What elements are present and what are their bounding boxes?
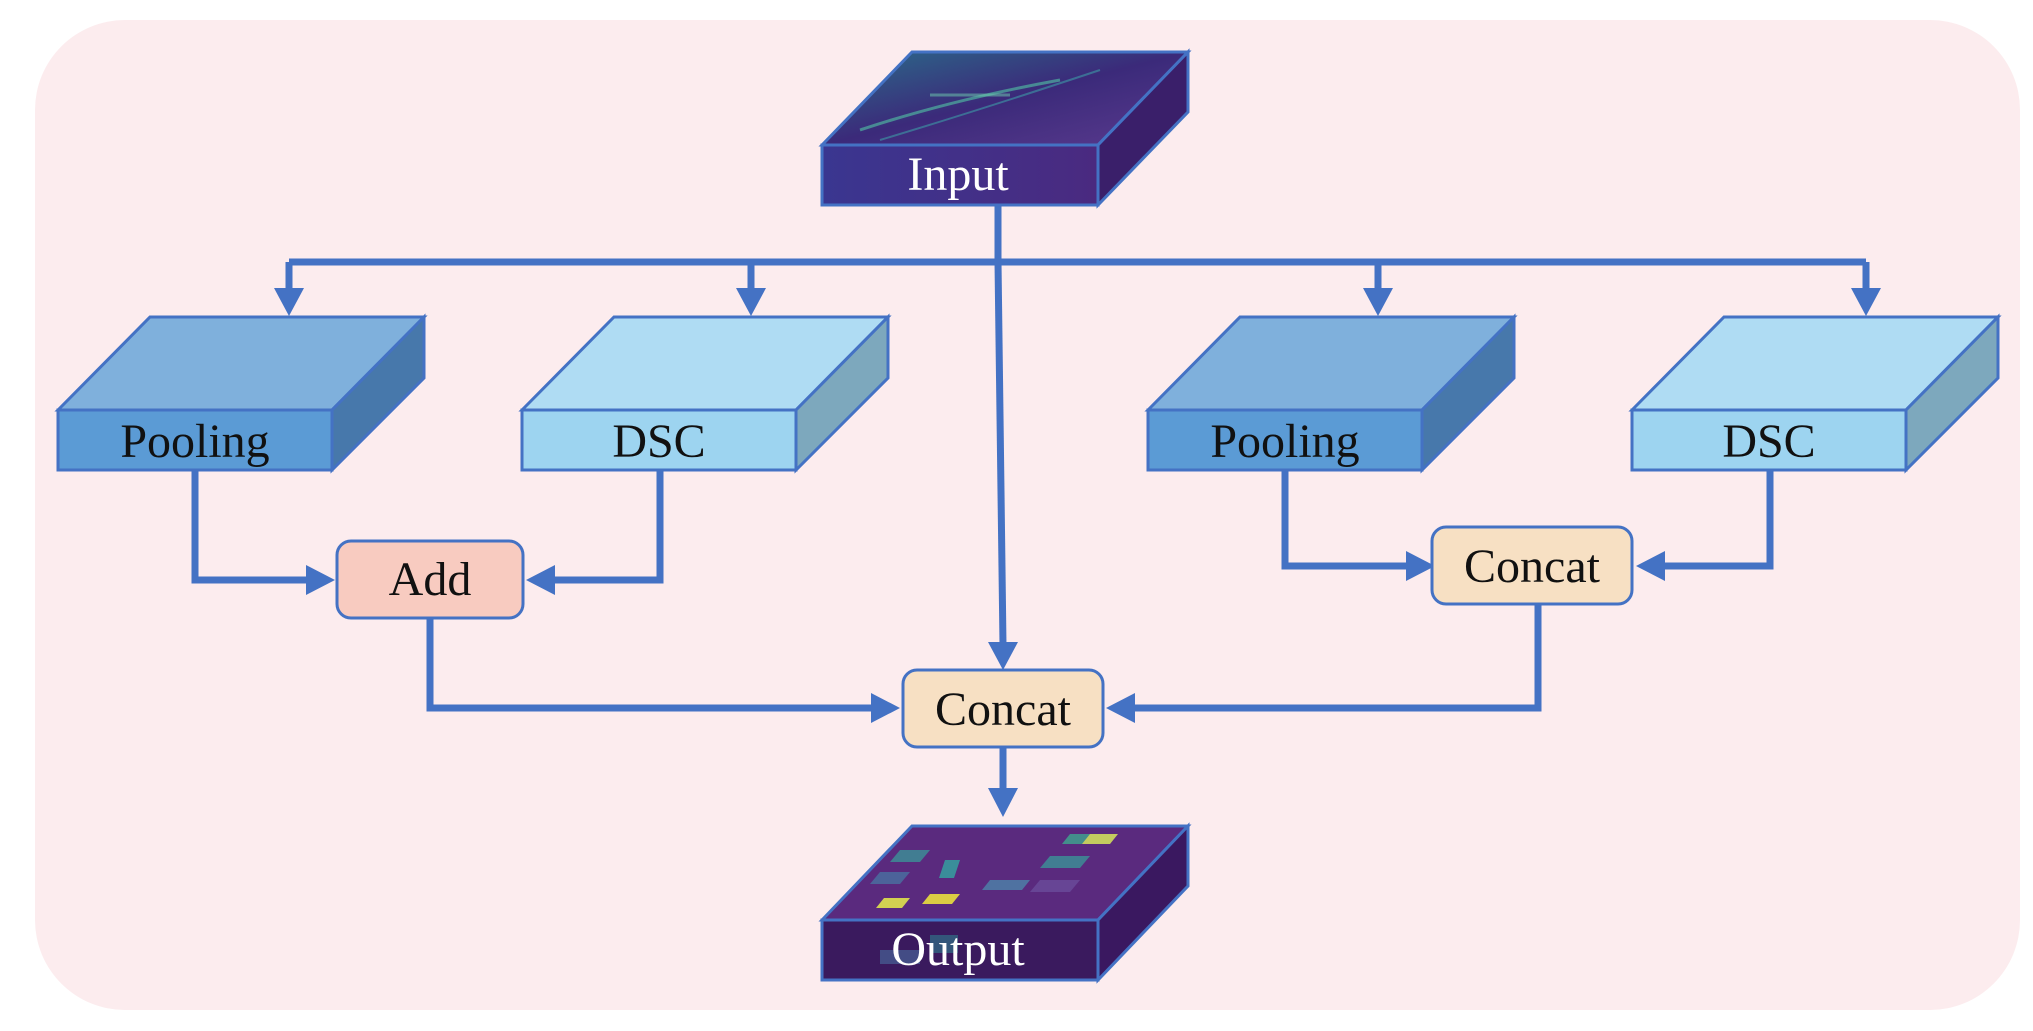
input-label: Input <box>907 148 1009 201</box>
left-pooling-label: Pooling <box>120 415 269 468</box>
final-concat-label: Concat <box>935 683 1072 736</box>
right-dsc-label: DSC <box>1722 415 1815 468</box>
right-dsc-block: DSC <box>1628 313 2002 474</box>
output-label: Output <box>891 923 1025 976</box>
right-concat-label: Concat <box>1464 540 1601 593</box>
input-feature-map: Input <box>818 48 1192 209</box>
right-pooling-block: Pooling <box>1144 313 1518 474</box>
add-node: Add <box>335 539 525 620</box>
background-panel <box>35 20 2020 1010</box>
left-pooling-block: Pooling <box>54 313 428 474</box>
edges <box>191 205 1881 817</box>
final-concat-node: Concat <box>901 668 1105 749</box>
add-label: Add <box>389 553 472 606</box>
left-dsc-block: DSC <box>518 313 892 474</box>
right-concat-node: Concat <box>1430 525 1634 606</box>
output-feature-map: Output <box>818 822 1192 984</box>
right-pooling-label: Pooling <box>1210 415 1359 468</box>
left-dsc-label: DSC <box>612 415 705 468</box>
